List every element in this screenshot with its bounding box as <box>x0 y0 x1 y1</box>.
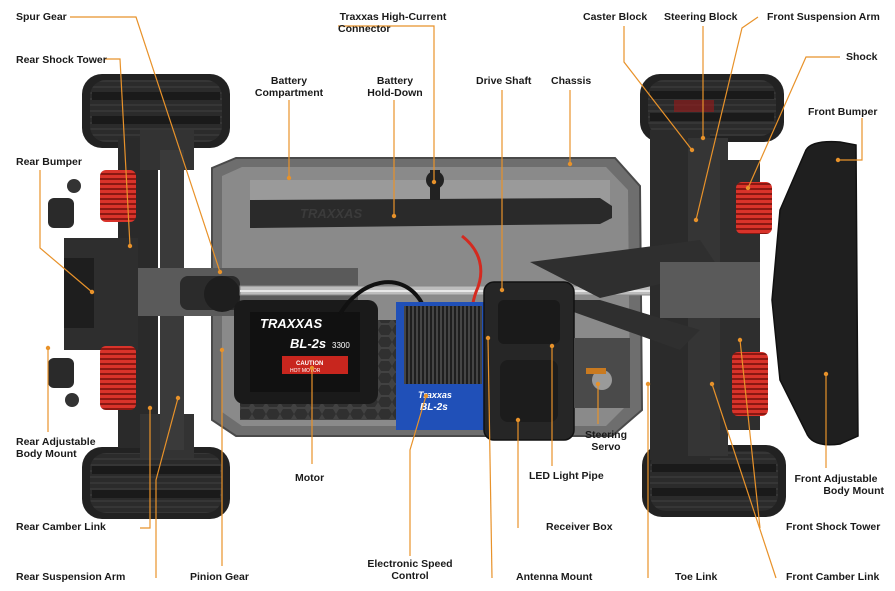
label-front-shock-tower: Front Shock Tower <box>786 521 881 533</box>
motor: TRAXXAS BL-2s CAUTION HOT MOTOR 3300 <box>234 300 378 404</box>
rear-shock-lower <box>100 346 136 410</box>
label-traxxas-connector-line1: Traxxas High-Current <box>339 11 447 23</box>
front-shock-upper <box>736 182 772 234</box>
chassis-brand-mark: TRAXXAS <box>300 206 362 221</box>
front-shock-lower <box>732 352 768 416</box>
motor-brand: TRAXXAS <box>260 316 322 331</box>
label-battery-hold-down-line1: Battery <box>376 75 414 87</box>
motor-caution: CAUTION <box>296 361 323 367</box>
esc-brand: Traxxas <box>418 390 452 400</box>
label-electronic-speed-control: Electronic Speed Control <box>360 558 460 582</box>
leader-endpoints <box>45 135 841 423</box>
leader-lines <box>39 16 863 579</box>
label-rear-adjustable-body-mount-line1: Rear Adjustable <box>16 436 96 448</box>
label-rear-shock-tower: Rear Shock Tower <box>16 54 107 66</box>
label-receiver-box: Receiver Box <box>546 521 613 533</box>
label-steering-servo-line1: Steering <box>584 429 627 441</box>
label-front-bumper: Front Bumper <box>808 106 878 118</box>
label-steering-servo-line2: Servo <box>591 441 621 453</box>
label-front-suspension-arm: Front Suspension Arm <box>767 11 880 23</box>
label-caster-block: Caster Block <box>583 11 648 23</box>
rear-left-tire <box>82 74 230 148</box>
label-steering-block: Steering Block <box>664 11 738 23</box>
electronic-speed-control: Traxxas BL-2s <box>396 302 488 430</box>
label-front-adjustable-body-mount-line1: Front Adjustable <box>794 473 878 485</box>
label-rear-bumper: Rear Bumper <box>16 156 82 168</box>
label-battery-compartment-line1: Battery <box>270 75 308 87</box>
label-toe-link: Toe Link <box>675 571 718 583</box>
motor-kv: 3300 <box>332 341 350 350</box>
label-steering-servo: Steering Servo <box>578 429 634 453</box>
label-rear-adjustable-body-mount-line2: Body Mount <box>16 448 77 460</box>
label-battery-compartment-line2: Compartment <box>254 87 324 99</box>
label-motor: Motor <box>295 472 325 484</box>
motor-model: BL-2s <box>290 336 326 351</box>
label-battery-compartment: Battery Compartment <box>250 75 328 99</box>
label-spur-gear: Spur Gear <box>16 11 67 23</box>
label-traxxas-connector-line2: Connector <box>338 23 391 35</box>
label-drive-shaft: Drive Shaft <box>476 75 532 87</box>
label-front-adjustable-body-mount: Front Adjustable Body Mount <box>788 473 884 497</box>
esc-model: BL-2s <box>420 402 448 413</box>
label-antenna-mount: Antenna Mount <box>516 571 593 583</box>
label-rear-suspension-arm: Rear Suspension Arm <box>16 571 126 583</box>
motor-sub: HOT MOTOR <box>290 368 321 374</box>
label-battery-hold-down-line2: Hold-Down <box>367 87 423 99</box>
rear-shock-upper <box>100 170 136 222</box>
front-left-tire <box>640 74 784 142</box>
label-electronic-speed-control-line2: Control <box>391 570 429 582</box>
label-front-camber-link: Front Camber Link <box>786 571 880 583</box>
steering-servo <box>574 338 630 408</box>
label-chassis: Chassis <box>551 75 592 87</box>
label-led-light-pipe: LED Light Pipe <box>529 470 604 482</box>
label-battery-hold-down: Battery Hold-Down <box>360 75 430 99</box>
label-pinion-gear: Pinion Gear <box>190 571 249 583</box>
label-front-adjustable-body-mount-line2: Body Mount <box>823 485 884 497</box>
front-bumper <box>771 140 859 446</box>
battery-hold-down: TRAXXAS <box>250 170 612 228</box>
label-electronic-speed-control-line1: Electronic Speed <box>367 558 453 570</box>
label-shock: Shock <box>846 51 878 63</box>
label-traxxas-connector: Traxxas High-Current Connector <box>338 11 448 35</box>
label-rear-adjustable-body-mount: Rear Adjustable Body Mount <box>16 436 96 460</box>
label-rear-camber-link: Rear Camber Link <box>16 521 106 533</box>
receiver-box <box>483 281 575 441</box>
